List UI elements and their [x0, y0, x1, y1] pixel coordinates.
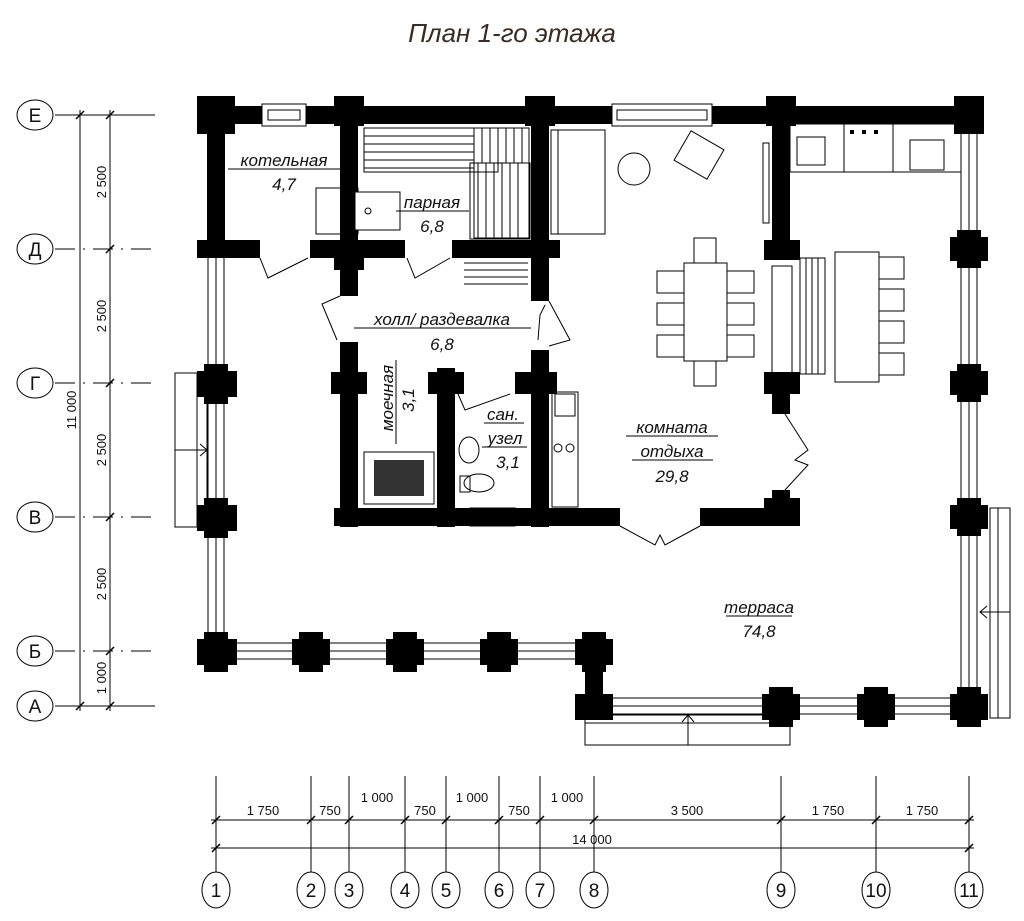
svg-text:6: 6	[494, 881, 505, 902]
svg-text:750: 750	[319, 803, 341, 818]
terrace-steps	[174, 372, 1011, 746]
room-wc-name: сан.	[487, 405, 519, 424]
svg-text:1 750: 1 750	[906, 803, 939, 818]
plan-title: План 1-го этажа	[408, 18, 616, 48]
svg-text:3: 3	[344, 881, 355, 902]
room-hall-area: 6,8	[430, 335, 454, 354]
column-dimensions	[211, 776, 974, 872]
svg-text:7: 7	[535, 881, 546, 902]
room-wc-name2: узел	[487, 429, 523, 448]
svg-text:750: 750	[414, 803, 436, 818]
svg-text:750: 750	[508, 803, 530, 818]
row-dimension-labels: 2 500 2 500 2 500 2 500 1 000 11 000	[64, 166, 109, 695]
doors	[259, 257, 809, 546]
room-lounge-area: 29,8	[654, 467, 689, 486]
svg-text:Д: Д	[29, 240, 42, 261]
room-boiler-name: котельная	[241, 151, 328, 170]
svg-text:10: 10	[865, 881, 886, 902]
room-wc-area: 3,1	[496, 453, 520, 472]
room-terrace-name: терраса	[724, 598, 794, 617]
svg-text:14 000: 14 000	[572, 832, 612, 847]
row-axis-markers: Е Д Г В Б А	[16, 99, 54, 722]
svg-text:3 500: 3 500	[671, 803, 704, 818]
svg-text:2 500: 2 500	[94, 166, 109, 199]
svg-text:2: 2	[306, 881, 317, 902]
svg-text:1 000: 1 000	[551, 790, 584, 805]
svg-text:1 750: 1 750	[812, 803, 845, 818]
column-dimension-labels: 1 750 750 1 000 750 1 000 750 1 000 3 50…	[247, 790, 939, 847]
svg-text:8: 8	[589, 881, 600, 902]
svg-text:2 500: 2 500	[94, 300, 109, 333]
svg-text:4: 4	[400, 881, 411, 902]
svg-text:1 000: 1 000	[456, 790, 489, 805]
column-axis-markers: 1 2 3 4 5 6 7 8 9 10 11	[201, 871, 984, 909]
svg-text:5: 5	[441, 881, 452, 902]
svg-text:Е: Е	[29, 106, 42, 127]
svg-text:2 500: 2 500	[94, 434, 109, 467]
svg-text:11 000: 11 000	[64, 391, 79, 430]
svg-text:1 000: 1 000	[94, 662, 109, 695]
svg-text:А: А	[29, 697, 42, 718]
room-steam-name: парная	[404, 193, 460, 212]
svg-text:11: 11	[959, 881, 979, 902]
room-lounge-name2: отдыха	[640, 442, 703, 461]
walls	[197, 96, 988, 727]
room-wash-name: моечная	[378, 365, 397, 431]
room-hall-name: холл/ раздевалка	[373, 310, 510, 329]
svg-text:1 000: 1 000	[361, 790, 394, 805]
svg-text:1 750: 1 750	[247, 803, 280, 818]
svg-text:Б: Б	[29, 642, 41, 663]
room-steam-area: 6,8	[420, 217, 444, 236]
svg-text:2 500: 2 500	[94, 568, 109, 601]
room-lounge-name: комната	[636, 418, 707, 437]
svg-text:В: В	[29, 508, 42, 529]
room-terrace-area: 74,8	[742, 622, 776, 641]
svg-text:9: 9	[776, 881, 787, 902]
row-dimensions	[55, 110, 155, 711]
svg-text:1: 1	[211, 881, 222, 902]
furniture	[315, 123, 962, 508]
room-boiler-area: 4,7	[272, 175, 296, 194]
svg-text:Г: Г	[30, 374, 40, 395]
windows	[207, 103, 978, 715]
room-labels: котельная 4,7 парная 6,8 холл/ раздевалк…	[228, 151, 794, 641]
room-wash-area: 3,1	[399, 388, 418, 412]
